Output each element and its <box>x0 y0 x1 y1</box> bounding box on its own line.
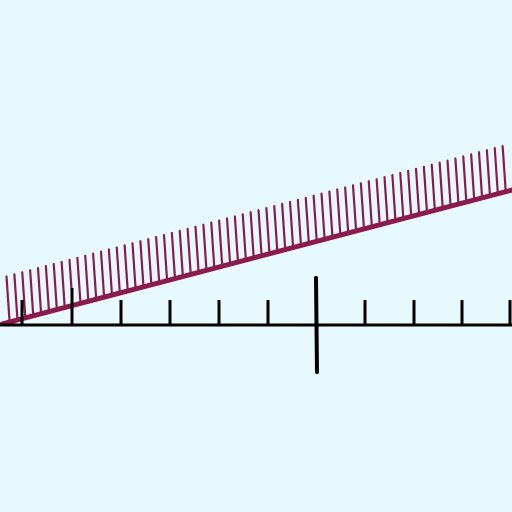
hatch-stroke <box>296 198 302 245</box>
hatch-stroke <box>147 238 153 285</box>
hatch-stroke <box>257 209 263 256</box>
hatch-stroke <box>84 254 90 301</box>
hatch-stroke <box>115 246 121 293</box>
hatch-stroke <box>501 144 507 192</box>
hatch-stroke <box>131 242 137 289</box>
hatch-stroke <box>407 169 413 216</box>
boundary-line <box>0 187 512 327</box>
hatch-stroke <box>281 202 287 250</box>
hatch-stroke <box>139 240 145 287</box>
hatch-stroke <box>162 233 169 281</box>
hatch-stroke <box>186 227 192 274</box>
hatch-stroke <box>13 273 19 320</box>
hatch-stroke <box>336 188 342 235</box>
hatch-stroke <box>470 153 476 200</box>
hatch-stroke <box>438 161 444 208</box>
vertical-axis <box>314 276 319 374</box>
hatch-stroke <box>60 260 66 308</box>
axis-ticks <box>20 288 512 325</box>
hatch-stroke <box>485 149 491 196</box>
hatch-stroke <box>249 211 255 258</box>
hatch-stroke <box>328 190 334 237</box>
hatch-stroke <box>351 184 358 231</box>
hatch-stroke <box>178 229 184 277</box>
hatch-stroke <box>210 221 216 268</box>
hatch-stroke <box>99 250 106 297</box>
hatch-stroke <box>446 159 452 206</box>
hatch-stroke <box>241 213 247 260</box>
hatch-stroke <box>218 219 224 266</box>
hatch-stroke <box>422 165 428 212</box>
hatch-stroke <box>344 186 350 233</box>
hatch-stroke <box>92 252 98 299</box>
hatch-stroke <box>430 163 436 210</box>
hatch-stroke <box>493 147 499 194</box>
hatch-stroke <box>5 275 11 322</box>
hatched-region <box>5 144 507 322</box>
hatch-stroke <box>194 225 200 272</box>
hatch-stroke <box>76 256 82 303</box>
hatch-stroke <box>170 231 176 279</box>
hatch-stroke <box>477 151 484 198</box>
hatch-stroke <box>21 271 27 318</box>
hatch-stroke <box>414 167 421 214</box>
hatch-stroke <box>233 215 239 262</box>
hatch-stroke <box>36 267 43 314</box>
hatch-stroke <box>312 194 318 241</box>
hatch-stroke <box>391 173 397 221</box>
hatch-stroke <box>454 157 460 204</box>
hatch-stroke <box>225 217 232 264</box>
hatch-stroke <box>155 236 161 283</box>
hatch-stroke <box>44 264 50 312</box>
hatch-stroke <box>273 204 279 252</box>
hatch-stroke <box>383 176 389 223</box>
hatch-stroke <box>52 262 58 310</box>
hatch-stroke <box>288 200 295 248</box>
hatch-stroke <box>202 223 208 270</box>
hatch-stroke <box>265 207 271 254</box>
hatch-stroke <box>359 182 365 229</box>
hatch-stroke <box>367 180 373 227</box>
hatch-stroke <box>399 171 405 219</box>
hatch-stroke <box>375 178 381 225</box>
hatch-stroke <box>123 244 129 291</box>
hatch-stroke <box>29 269 35 316</box>
hatch-stroke <box>107 248 113 295</box>
hatch-stroke <box>320 192 326 239</box>
hatch-stroke <box>462 155 468 202</box>
hatch-stroke <box>304 196 310 243</box>
